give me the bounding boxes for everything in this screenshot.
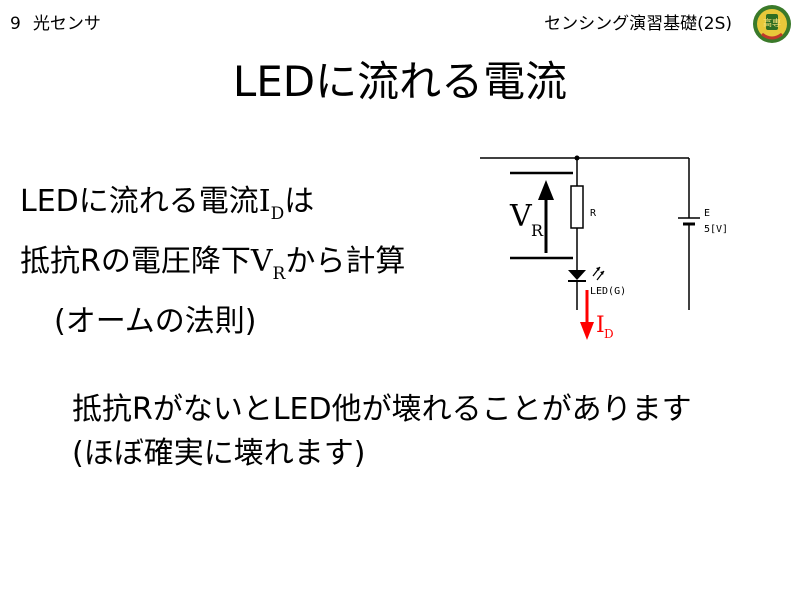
current-label: I [596, 313, 605, 338]
led-symbol [568, 270, 586, 280]
school-emblem-icon: 高専 [753, 5, 791, 43]
slide-number: 9 [10, 14, 21, 34]
resistor-symbol [570, 185, 584, 229]
vr-label: V [509, 199, 533, 234]
battery-value: 5[V] [704, 224, 728, 235]
warning-line-1: 抵抗RがないとLED他が壊れることがあります [72, 392, 692, 427]
warning-note: 抵抗RがないとLED他が壊れることがあります (ほぼ確実に壊れます) [72, 388, 692, 476]
explanation-line-2: 抵抗Rの電圧降下VRから計算 [20, 244, 406, 284]
slide-title: LEDに流れる電流 [232, 57, 568, 106]
resistor-label: R [590, 208, 597, 219]
section-title: 光センサ [32, 14, 101, 34]
battery-label: E [704, 208, 710, 219]
explanation-line-1: LEDに流れる電流IDは [20, 184, 315, 224]
current-sub: D [604, 327, 614, 341]
warning-line-2: (ほぼ確実に壊れます) [72, 436, 366, 471]
slide-header-left: 9 光センサ [10, 9, 101, 34]
emblem-text: 高専 [763, 17, 781, 29]
vr-sub: R [531, 221, 544, 240]
course-title: センシング演習基礎(2S) [544, 14, 732, 34]
led-circuit-diagram: R LED(G) I D E 5[V] V R [480, 155, 728, 341]
explanation-text: LEDに流れる電流IDは 抵抗Rの電圧降下VRから計算 (オームの法則) [20, 178, 405, 346]
explanation-line-3: (オームの法則) [54, 304, 257, 339]
led-label: LED(G) [590, 286, 626, 297]
